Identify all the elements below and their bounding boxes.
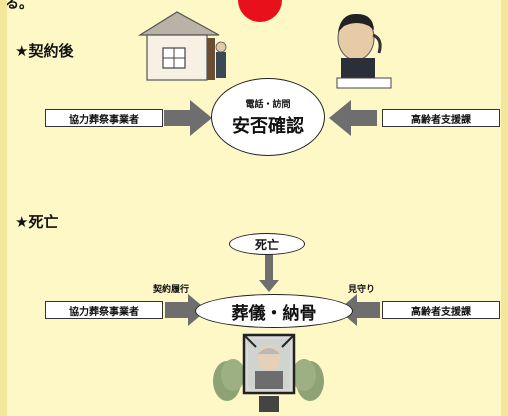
elderly-support-division-box-2: 高齢者支援課 xyxy=(382,301,500,319)
oval-main-label: 安否確認 xyxy=(232,115,304,137)
funeral-burial-label: 葬儀・納骨 xyxy=(231,303,317,324)
house-icon xyxy=(137,11,227,81)
arrow-left-icon xyxy=(338,294,380,326)
diagram-illustrations xyxy=(137,11,392,412)
funeral-burial-oval: 葬儀・納骨 xyxy=(195,294,353,328)
safety-check-oval: 電話・訪問 安否確認 xyxy=(211,78,325,156)
arrow-down-icon xyxy=(259,254,279,292)
red-pin-icon xyxy=(238,0,282,22)
death-oval: 死亡 xyxy=(229,233,305,255)
arrow-right-icon xyxy=(164,100,212,136)
arrow-right-icon xyxy=(165,294,207,326)
memorial-portrait-icon xyxy=(213,333,324,412)
arrow-left-icon xyxy=(329,100,377,136)
corner-text: る。 xyxy=(5,0,33,12)
partner-funeral-provider-box-2: 協力葬祭事業者 xyxy=(45,301,163,319)
section-title-after-contract: ★契約後 xyxy=(15,42,74,60)
telephone-operator-icon xyxy=(336,13,392,89)
oval-small-label: 電話・訪問 xyxy=(245,99,291,110)
elderly-support-division-box: 高齢者支援課 xyxy=(382,109,500,127)
partner-funeral-provider-box: 協力葬祭事業者 xyxy=(45,109,163,127)
section-title-death: ★死亡 xyxy=(15,213,59,231)
death-oval-label: 死亡 xyxy=(254,237,279,252)
contract-fulfillment-label: 契約履行 xyxy=(153,285,190,295)
watch-over-label: 見守り xyxy=(348,285,376,295)
